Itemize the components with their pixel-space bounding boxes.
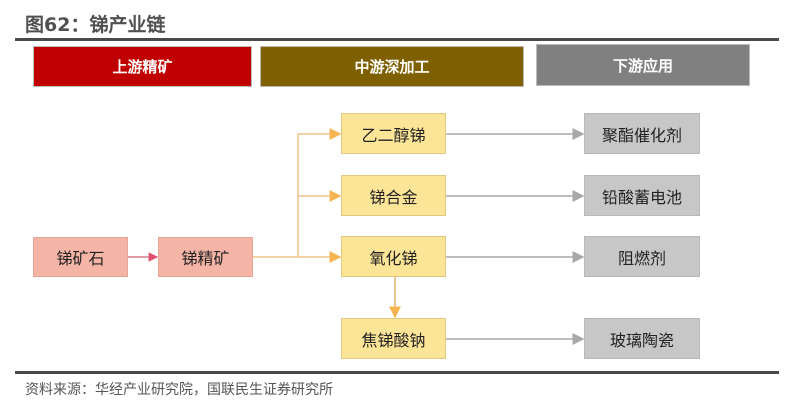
bottom-divider	[15, 371, 779, 374]
node-glass-ceramics: 玻璃陶瓷	[584, 318, 700, 359]
node-antimony-ore: 锑矿石	[33, 237, 128, 277]
source-note: 资料来源：华经产业研究院，国联民生证券研究所	[25, 382, 333, 398]
node-polyester-catalyst: 聚酯催化剂	[584, 113, 700, 154]
node-antimony-alloy: 锑合金	[341, 175, 446, 216]
header-upstream: 上游精矿	[33, 46, 252, 87]
node-antimony-oxide: 氧化锑	[341, 236, 446, 277]
node-lead-acid-battery: 铅酸蓄电池	[584, 175, 700, 216]
node-antimony-concentrate: 锑精矿	[158, 237, 253, 277]
header-downstream: 下游应用	[536, 44, 750, 86]
node-flame-retardant: 阻燃剂	[584, 236, 700, 277]
figure-title: 图62：锑产业链	[25, 14, 166, 36]
node-sodium-pyroantimonate: 焦锑酸钠	[341, 318, 446, 359]
header-midstream: 中游深加工	[260, 46, 524, 87]
node-antimony-glycolate: 乙二醇锑	[341, 113, 446, 154]
top-divider	[15, 38, 779, 41]
